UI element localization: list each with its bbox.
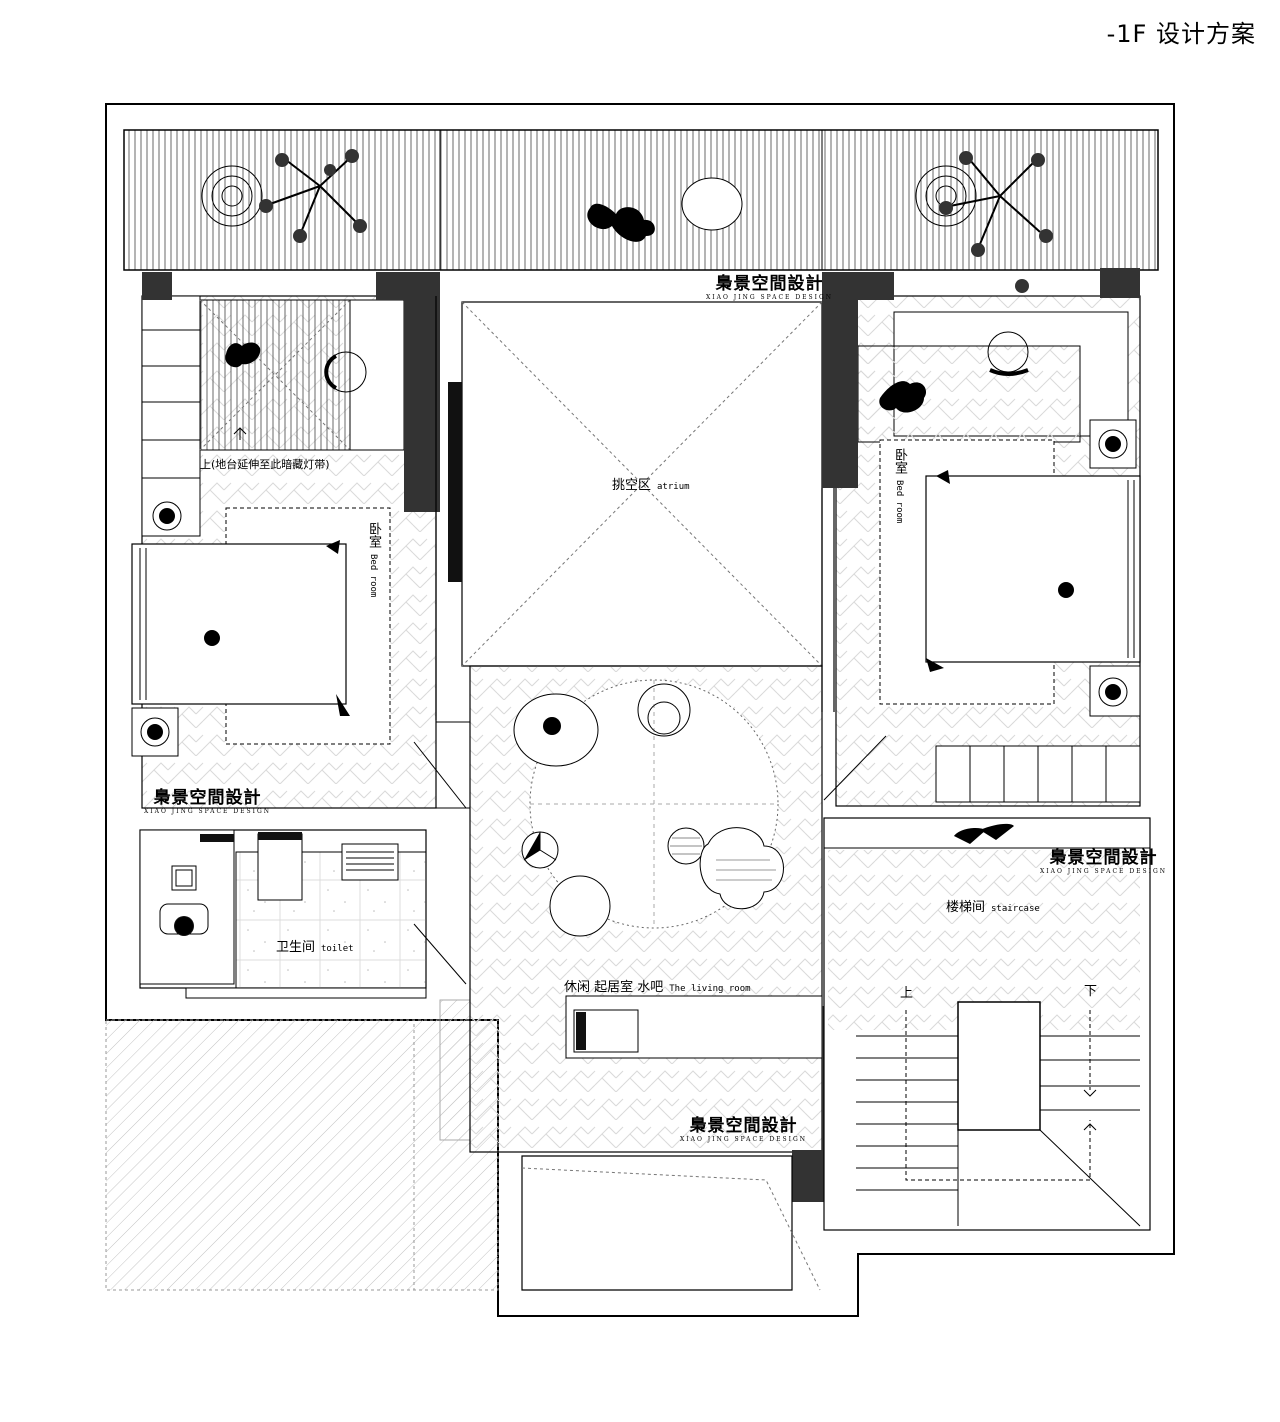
exterior-hatch-area: [105, 1019, 499, 1291]
room-label-toilet: 卫生间 toilet: [276, 936, 354, 955]
room-label-living: 休闲 起居室 水吧 The living room: [564, 976, 751, 995]
staircase-area: [823, 817, 1151, 1231]
bedroom-right-cn: 卧室: [892, 448, 907, 474]
right-bed: [925, 475, 1141, 663]
decor-figures: [175, 149, 1074, 935]
toilet-cn: 卫生间: [276, 940, 316, 955]
watermark-right-en: XIAO JING SPACE DESIGN: [1040, 868, 1168, 875]
atrium-cn: 挑空区: [612, 478, 652, 493]
toilet-area: [139, 829, 427, 989]
watermark-left-cn: 梟景空間設計: [153, 788, 262, 808]
watermark-left: 梟景空間設計 XIAO JING SPACE DESIGN: [144, 790, 271, 815]
room-label-bedroom-right: 卧室 Bed room: [890, 448, 909, 523]
watermark-top-en: XIAO JING SPACE DESIGN: [706, 294, 834, 301]
atrium-en: atrium: [657, 482, 690, 492]
room-label-atrium: 挑空区 atrium: [612, 474, 690, 493]
note-stair-down: 下: [1084, 984, 1098, 999]
page-title: -1F 设计方案: [1106, 20, 1256, 48]
pouf-sofa: [699, 827, 784, 910]
watermark-bottom-cn: 梟景空間設計: [689, 1116, 798, 1136]
left-bedroom: [131, 295, 437, 809]
room-label-staircase: 楼梯间 staircase: [946, 896, 1040, 915]
living-cn: 休闲 起居室 水吧: [564, 980, 664, 995]
watermark-top: 梟景空間設計 XIAO JING SPACE DESIGN: [706, 276, 833, 301]
living-room: [469, 665, 856, 1202]
atrium-area: [461, 301, 823, 667]
bedroom-left-cn: 卧室: [366, 522, 381, 548]
watermark-bottom-en: XIAO JING SPACE DESIGN: [680, 1136, 808, 1143]
watermark-right: 梟景空間設計 XIAO JING SPACE DESIGN: [1040, 850, 1167, 875]
toilet-en: toilet: [321, 944, 354, 954]
staircase-en: staircase: [991, 904, 1040, 914]
bedroom-right-en: Bed room: [894, 480, 904, 524]
watermark-right-cn: 梟景空間設計: [1049, 848, 1158, 868]
living-en: The living room: [669, 984, 751, 994]
watermark-top-cn: 梟景空間設計: [715, 274, 824, 294]
right-bedroom: [835, 295, 1141, 807]
left-bed: [131, 543, 347, 705]
garden-deck: [123, 129, 1159, 271]
bedroom-left-en: Bed room: [368, 554, 378, 598]
nightstand-right: [1089, 665, 1141, 717]
note-balcony-extend: 上(地台延伸至此暗藏灯带): [200, 458, 330, 471]
room-label-bedroom-left: 卧室 Bed room: [364, 522, 383, 597]
watermark-bottom: 梟景空間設計 XIAO JING SPACE DESIGN: [680, 1118, 807, 1143]
note-stair-up: 上: [900, 986, 914, 1001]
watermark-left-en: XIAO JING SPACE DESIGN: [144, 808, 272, 815]
staircase-cn: 楼梯间: [946, 900, 986, 915]
stair-well: [957, 1001, 1041, 1131]
